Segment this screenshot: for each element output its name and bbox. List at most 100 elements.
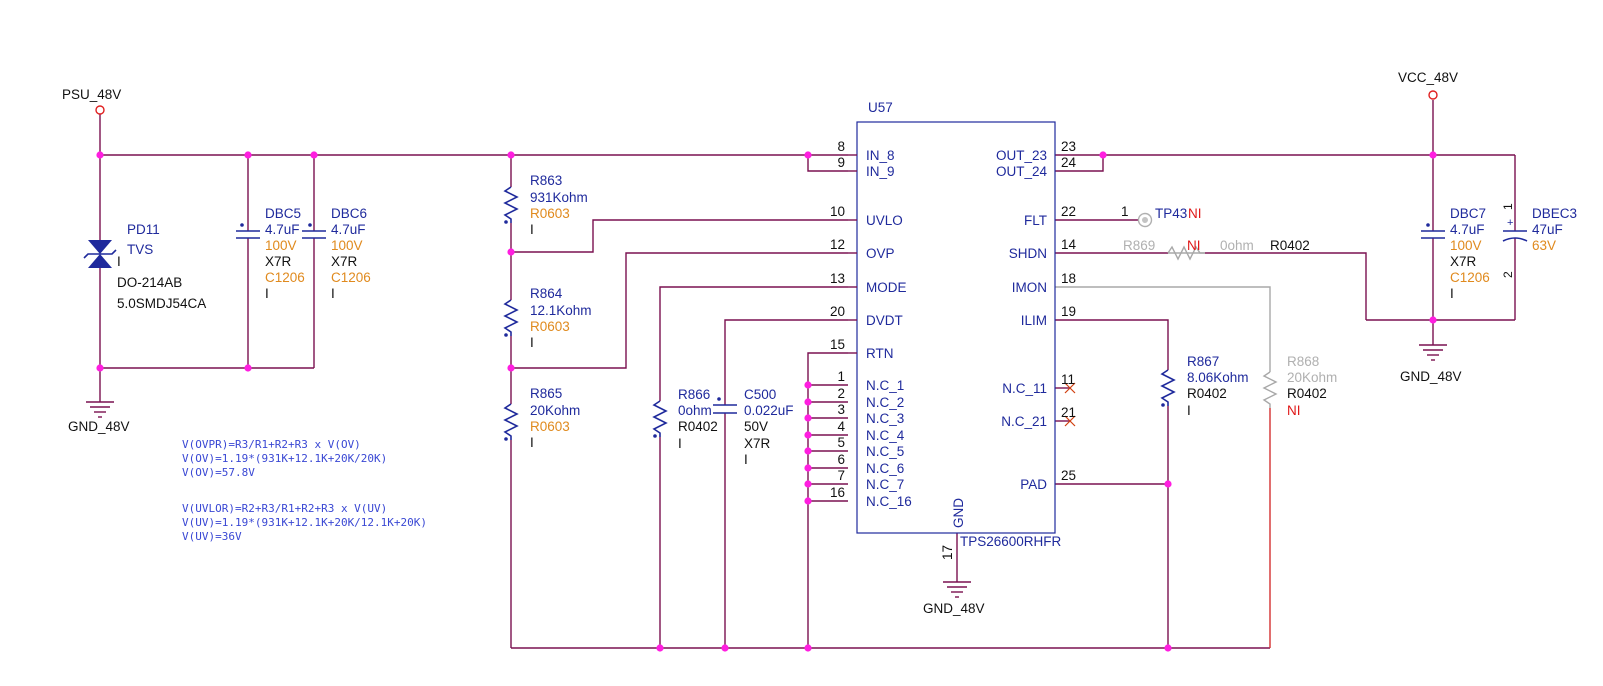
pin-number: 22 (1061, 204, 1076, 219)
dbc5-package: C1206 (265, 270, 305, 285)
dbec3-labels: DBEC3 47uF 63V 1 2 (1501, 203, 1577, 278)
r865-ref: R865 (530, 386, 562, 401)
pin-number: 10 (830, 204, 845, 219)
pin-number: 18 (1061, 271, 1076, 286)
pin-name: PAD (1020, 477, 1047, 492)
pin-name: IMON (1012, 280, 1047, 295)
r869-value: 0ohm (1220, 238, 1254, 253)
pin-name: MODE (866, 280, 907, 295)
r866-ref: R866 (678, 387, 710, 402)
dbec3-polarized-capacitor-icon: + (1502, 217, 1528, 242)
note-line: V(UVLOR)=R2+R3/R1+R2+R3 x V(UV) (182, 502, 387, 515)
pin-number: 24 (1061, 155, 1077, 170)
r865-labels: R865 20Kohm R0603 I (530, 386, 580, 450)
junction-dots (96, 151, 1437, 652)
dbc5-value: 4.7uF (265, 222, 300, 237)
pin-name: RTN (866, 346, 894, 361)
gnd-left-net-label: GND_48V (68, 419, 130, 434)
pin-name: ILIM (1021, 313, 1047, 328)
dbc5-labels: DBC5 4.7uF 100V X7R C1206 I (265, 206, 305, 301)
gnd-left-icon (86, 401, 114, 418)
pd11-package: DO-214AB (117, 275, 182, 290)
pin-number: 4 (837, 419, 845, 434)
pin-number: 25 (1061, 468, 1076, 483)
r867-pin: I (1187, 403, 1191, 418)
r865-resistor-icon (503, 403, 519, 441)
ov-notes: V(OVPR)=R3/R1+R2+R3 x V(OV) V(OV)=1.19*(… (182, 438, 387, 479)
r867-value: 8.06Kohm (1187, 370, 1249, 385)
note-line: V(OV)=1.19*(931K+12.1K+20K/20K) (182, 452, 387, 465)
tvs-diode-icon (83, 240, 117, 268)
dbc6-value: 4.7uF (331, 222, 366, 237)
u57-left-pins: 8 IN_8 9 IN_9 10 UVLO 12 OVP 13 MODE 20 … (830, 139, 912, 509)
dbc5-pin: I (265, 286, 269, 301)
pin-name: FLT (1024, 213, 1047, 228)
pin-number: 15 (830, 337, 845, 352)
dbc7-pin: I (1450, 286, 1454, 301)
dbec3-voltage: 63V (1532, 238, 1556, 253)
r863-labels: R863 931Kohm R0603 I (530, 173, 588, 237)
dbc7-capacitor-icon (1421, 223, 1445, 239)
dbc7-dielectric: X7R (1450, 254, 1477, 269)
r868-resistor-icon (1262, 371, 1278, 408)
c500-dielectric: X7R (744, 436, 771, 451)
dbc7-labels: DBC7 4.7uF 100V X7R C1206 I (1450, 206, 1490, 301)
r864-labels: R864 12.1Kohm R0603 I (530, 286, 592, 350)
dbc6-pin: I (331, 286, 335, 301)
r868-value: 20Kohm (1287, 370, 1337, 385)
dbc7-value: 4.7uF (1450, 222, 1485, 237)
dbc5-dielectric: X7R (265, 254, 292, 269)
r863-resistor-icon (503, 186, 519, 224)
pin-number: 5 (837, 435, 845, 450)
r863-ref: R863 (530, 173, 562, 188)
pin-number: 3 (837, 402, 845, 417)
pin-number: 2 (837, 386, 845, 401)
pin-number: 23 (1061, 139, 1076, 154)
dbc6-voltage: 100V (331, 238, 363, 253)
u57-right-pins: 23 OUT_23 24 OUT_24 22 FLT 14 SHDN 18 IM… (996, 139, 1077, 492)
pin-name: N.C_5 (866, 444, 904, 459)
pin-name: N.C_1 (866, 378, 904, 393)
r864-resistor-icon (503, 299, 519, 337)
svg-text:+: + (1507, 217, 1513, 229)
dbec3-pin1: 1 (1501, 203, 1515, 210)
vcc-port-icon (1428, 90, 1438, 100)
psu-net-label: PSU_48V (62, 87, 121, 102)
pd11-pin: I (117, 254, 121, 269)
r868-ni: NI (1287, 403, 1301, 418)
c500-value: 0.022uF (744, 403, 794, 418)
pin-name: N.C_11 (1002, 381, 1047, 396)
pin-number: 11 (1061, 372, 1075, 387)
pin-number: 16 (830, 485, 845, 500)
u57-body (856, 121, 1056, 534)
pin-name: N.C_3 (866, 411, 904, 426)
pin-name: N.C_4 (866, 428, 905, 443)
c500-ref: C500 (744, 387, 776, 402)
pin-name: UVLO (866, 213, 903, 228)
psu-port-icon (95, 105, 105, 115)
vcc-net-label: VCC_48V (1398, 70, 1458, 85)
pin-number: 19 (1061, 304, 1076, 319)
tp43-ref: TP43 (1155, 206, 1187, 221)
c500-pin: I (744, 452, 748, 467)
pd11-labels: PD11 TVS I DO-214AB 5.0SMDJ54CA (117, 222, 206, 311)
pin-number: 8 (837, 139, 845, 154)
pin-name: OUT_23 (996, 148, 1047, 163)
r869-package: R0402 (1270, 238, 1310, 253)
uv-notes: V(UVLOR)=R2+R3/R1+R2+R3 x V(UV) V(UV)=1.… (182, 502, 427, 543)
dbc6-labels: DBC6 4.7uF 100V X7R C1206 I (331, 206, 371, 301)
u57-gnd-pin-name: GND (951, 498, 966, 528)
pin-number: 20 (830, 304, 845, 319)
note-line: V(OVPR)=R3/R1+R2+R3 x V(OV) (182, 438, 361, 451)
pin-number: 12 (830, 237, 845, 252)
nc-11-marker-icon (1064, 382, 1076, 394)
r869-ni: NI (1187, 238, 1201, 253)
r866-package: R0402 (678, 419, 718, 434)
pin-name: DVDT (866, 313, 903, 328)
tp43-testpoint-icon (1137, 212, 1153, 228)
r863-value: 931Kohm (530, 190, 588, 205)
r863-package: R0603 (530, 206, 570, 221)
pd11-part: 5.0SMDJ54CA (117, 296, 206, 311)
gnd-mid-icon (943, 581, 971, 598)
